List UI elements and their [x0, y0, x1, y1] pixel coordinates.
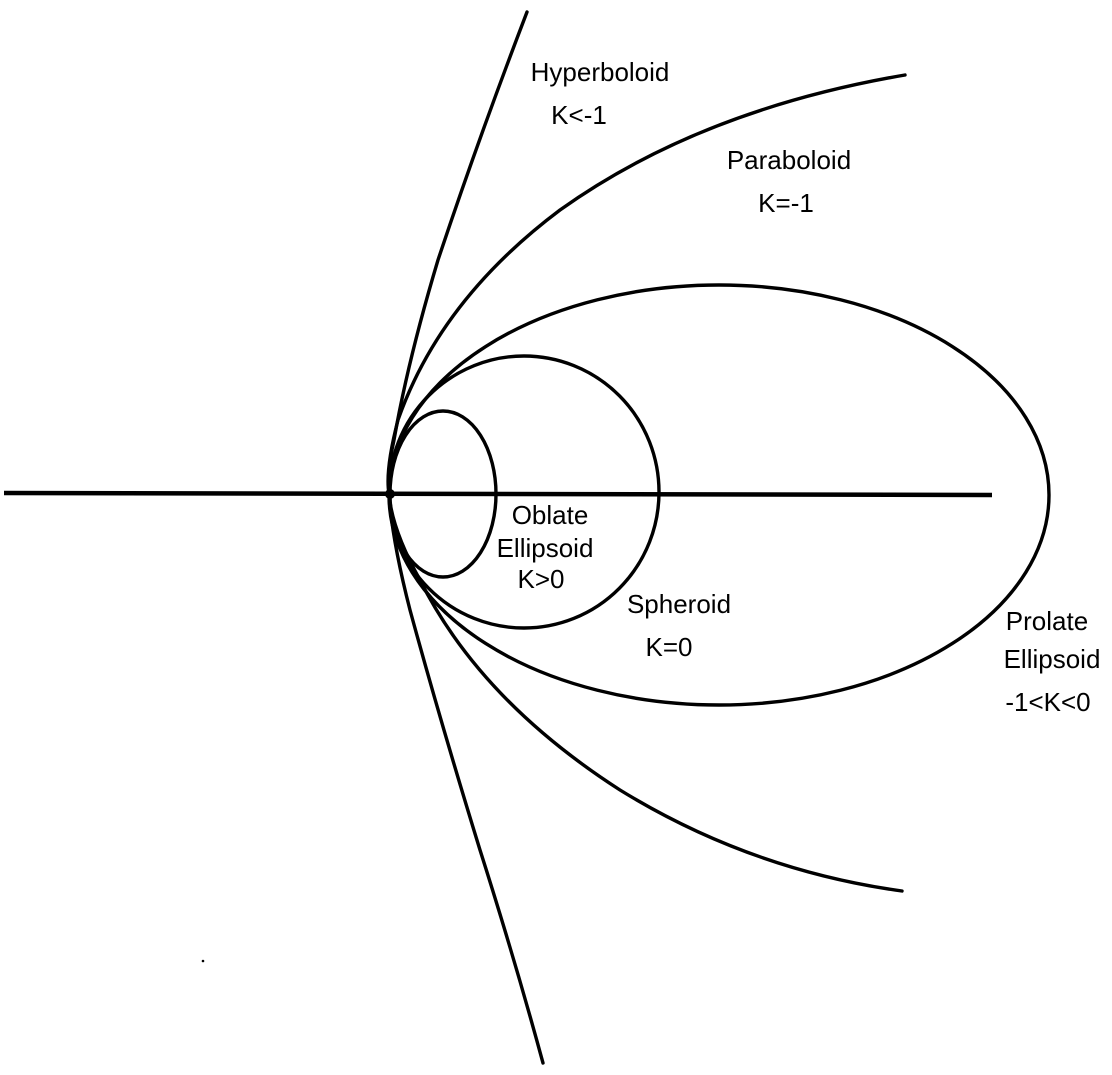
oblate-ellipsoid-label-line1: Oblate — [512, 500, 589, 530]
paraboloid-curve — [386, 73, 907, 893]
vertex-point — [385, 489, 395, 499]
optical-axis — [3, 490, 993, 498]
spheroid-condition: K=0 — [646, 632, 693, 662]
oblate-ellipsoid-label-line2: Ellipsoid — [497, 533, 594, 563]
hyperboloid-condition: K<-1 — [551, 100, 607, 130]
stray-speck — [201, 959, 205, 963]
paraboloid-condition: K=-1 — [758, 188, 814, 218]
paraboloid-label: Paraboloid — [727, 145, 851, 175]
prolate-ellipsoid-label-line1: Prolate — [1006, 606, 1088, 636]
hyperboloid-label: Hyperboloid — [531, 57, 670, 87]
prolate-ellipsoid-condition: -1<K<0 — [1005, 687, 1090, 717]
oblate-ellipsoid-condition: K>0 — [518, 564, 565, 594]
spheroid-label: Spheroid — [627, 589, 731, 619]
prolate-ellipsoid-label-line2: Ellipsoid — [1004, 644, 1101, 674]
